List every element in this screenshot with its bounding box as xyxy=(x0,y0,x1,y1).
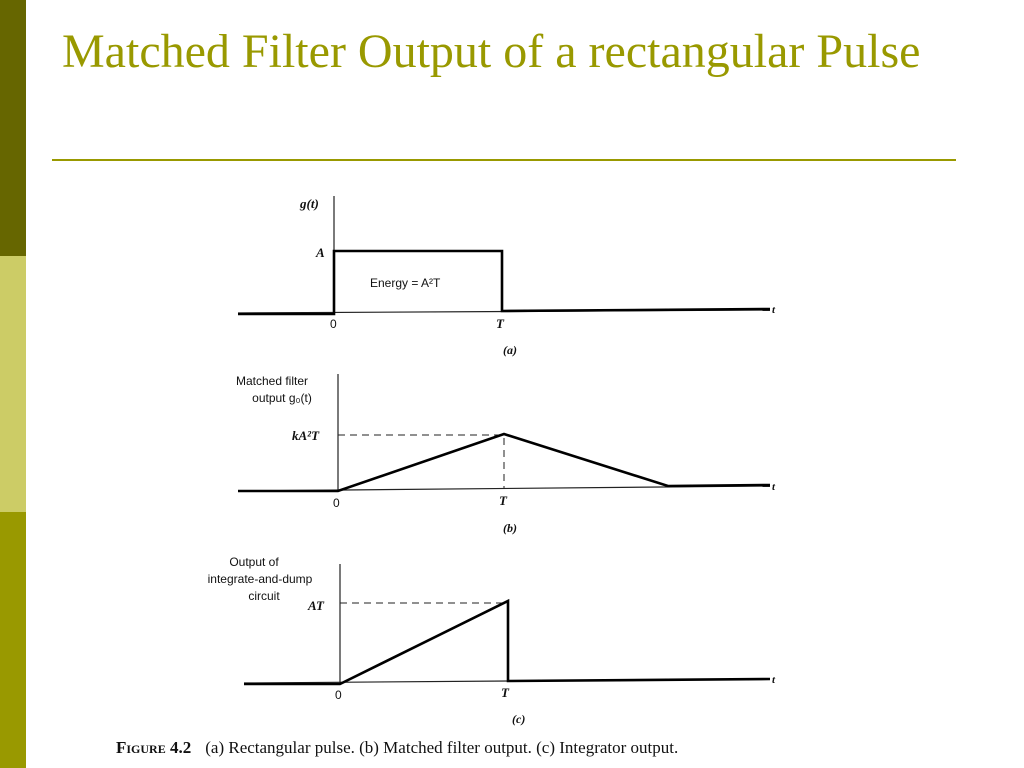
figure-caption-text: (a) Rectangular pulse. (b) Matched filte… xyxy=(205,738,679,757)
title-underline xyxy=(52,159,956,161)
panel-b-y-label-line1: Matched filter xyxy=(236,374,308,388)
panel-a-sub-label: (a) xyxy=(503,343,517,357)
sidebar-band-light xyxy=(0,256,26,512)
panel-a-axis-label: t xyxy=(772,304,776,316)
panel-b-origin-label: 0 xyxy=(333,496,340,510)
panel-c-origin-label: 0 xyxy=(335,688,342,702)
figure-caption: Figure 4.2 (a) Rectangular pulse. (b) Mat… xyxy=(116,738,916,758)
panel-b-sub-label: (b) xyxy=(503,521,517,535)
panel-a: g(t) A Energy = A²T 0 T t (a) xyxy=(237,196,776,357)
rectangular-pulse-curve xyxy=(238,249,771,316)
panel-a-y-label: g(t) xyxy=(299,196,319,211)
sidebar-band-dark xyxy=(0,0,26,256)
panel-a-level-label: A xyxy=(315,245,325,260)
panel-a-t-end-label: T xyxy=(496,316,505,331)
panel-b: Matched filter output g₀(t) kA²T 0 T t (… xyxy=(236,374,776,535)
panel-c-y-label-line2: integrate-and-dump xyxy=(208,572,313,586)
panel-c: Output of integrate-and-dump circuit AT … xyxy=(208,555,776,726)
integrator-curve xyxy=(244,598,771,686)
panel-c-peak-label: AT xyxy=(307,598,325,613)
panel-c-sub-label: (c) xyxy=(512,712,525,726)
figure-caption-label: Figure 4.2 xyxy=(116,738,192,757)
panel-c-y-label-line1: Output of xyxy=(229,555,279,569)
panel-b-axis-label: t xyxy=(772,481,776,493)
matched-filter-curve xyxy=(238,432,771,493)
panel-c-t-end-label: T xyxy=(501,685,510,700)
panel-a-origin-label: 0 xyxy=(330,317,337,331)
sidebar-band-mid xyxy=(0,512,26,768)
panel-b-y-label-line2: output g₀(t) xyxy=(252,391,312,405)
panel-b-peak-label: kA²T xyxy=(292,428,320,443)
panel-c-axis-label: t xyxy=(772,674,776,686)
panel-b-t-end-label: T xyxy=(499,493,508,508)
panel-c-y-label-line3: circuit xyxy=(248,589,280,603)
energy-label: Energy = A²T xyxy=(370,276,441,290)
slide-title: Matched Filter Output of a rectangular P… xyxy=(62,25,921,78)
